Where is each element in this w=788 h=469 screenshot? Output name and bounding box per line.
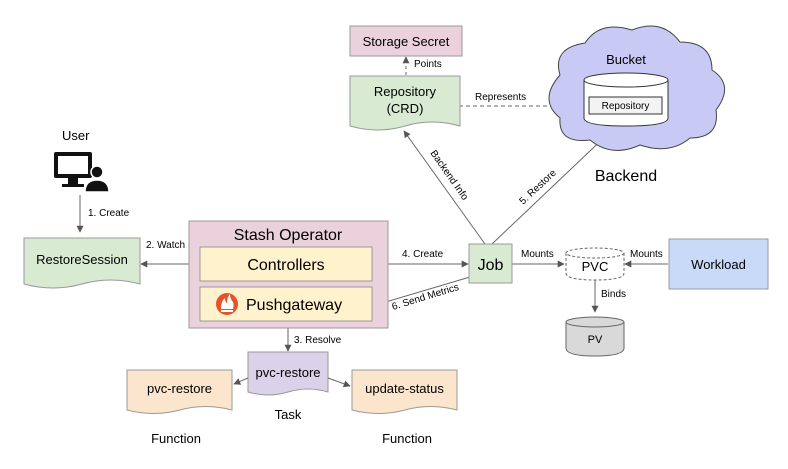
task-pvc-restore-label: pvc-restore	[255, 365, 320, 380]
task-pvc-restore-node[interactable]: pvc-restore	[247, 351, 329, 396]
edge-label-represents: Represents	[475, 92, 526, 103]
pv-label: PV	[588, 334, 603, 346]
edge-label-mounts-workload: Mounts	[630, 249, 663, 260]
storage-secret-label: Storage Secret	[363, 34, 450, 49]
pv-node[interactable]: PV	[565, 316, 625, 357]
edge-label-restore: 5. Restore	[518, 167, 560, 207]
workload-node[interactable]: Workload	[668, 238, 769, 290]
function-update-status-label: update-status	[365, 381, 444, 396]
function-pvc-restore-node[interactable]: pvc-restore	[126, 369, 233, 414]
restore-session-label: RestoreSession	[36, 252, 128, 267]
edge-label-create: 1. Create	[88, 208, 130, 219]
edge-label-job-create: 4. Create	[402, 249, 444, 260]
function-right-label: Function	[382, 431, 432, 446]
workload-label: Workload	[691, 257, 746, 272]
edge-backend-info	[403, 130, 486, 245]
repository-crd-node[interactable]: Repository (CRD)	[349, 75, 461, 131]
stash-operator-label: Stash Operator	[234, 227, 343, 244]
pushgateway-node[interactable]: Pushgateway	[199, 286, 373, 322]
job-label: Job	[478, 257, 504, 274]
pvc-node[interactable]: PVC	[565, 247, 625, 281]
task-label: Task	[275, 407, 302, 422]
bucket-repository-label: Repository	[602, 101, 650, 112]
edge-label-points: Points	[414, 59, 442, 70]
bucket-cloud-node[interactable]: Bucket Repository	[548, 25, 725, 151]
edge-task-to-function-right	[327, 377, 351, 388]
edge-label-backend-info: Backend Info	[428, 148, 471, 202]
function-update-status-node[interactable]: update-status	[351, 369, 458, 414]
prometheus-flame-icon	[216, 293, 238, 315]
repository-crd-label-line2: (CRD)	[387, 101, 424, 116]
job-node[interactable]: Job	[468, 243, 513, 284]
edge-task-to-function-left	[233, 377, 249, 385]
pvc-label: PVC	[582, 259, 609, 274]
pushgateway-label: Pushgateway	[246, 297, 342, 314]
controllers-node[interactable]: Controllers	[199, 246, 373, 282]
edge-label-resolve: 3. Resolve	[294, 335, 342, 346]
restore-session-node[interactable]: RestoreSession	[23, 237, 141, 289]
repository-crd-label-line1: Repository	[374, 84, 437, 99]
edge-label-binds: Binds	[601, 289, 626, 300]
backend-label: Backend	[595, 168, 657, 185]
bucket-repository-node[interactable]: Repository	[588, 96, 663, 115]
function-pvc-restore-label: pvc-restore	[147, 381, 212, 396]
storage-secret-node[interactable]: Storage Secret	[349, 25, 463, 57]
edge-label-watch: 2. Watch	[146, 240, 185, 251]
controllers-label: Controllers	[247, 257, 324, 274]
edge-label-mounts-job: Mounts	[521, 249, 554, 260]
function-left-label: Function	[151, 431, 201, 446]
bucket-label: Bucket	[606, 52, 646, 67]
user-label: User	[62, 128, 90, 143]
monitor-with-person-icon	[54, 152, 110, 193]
